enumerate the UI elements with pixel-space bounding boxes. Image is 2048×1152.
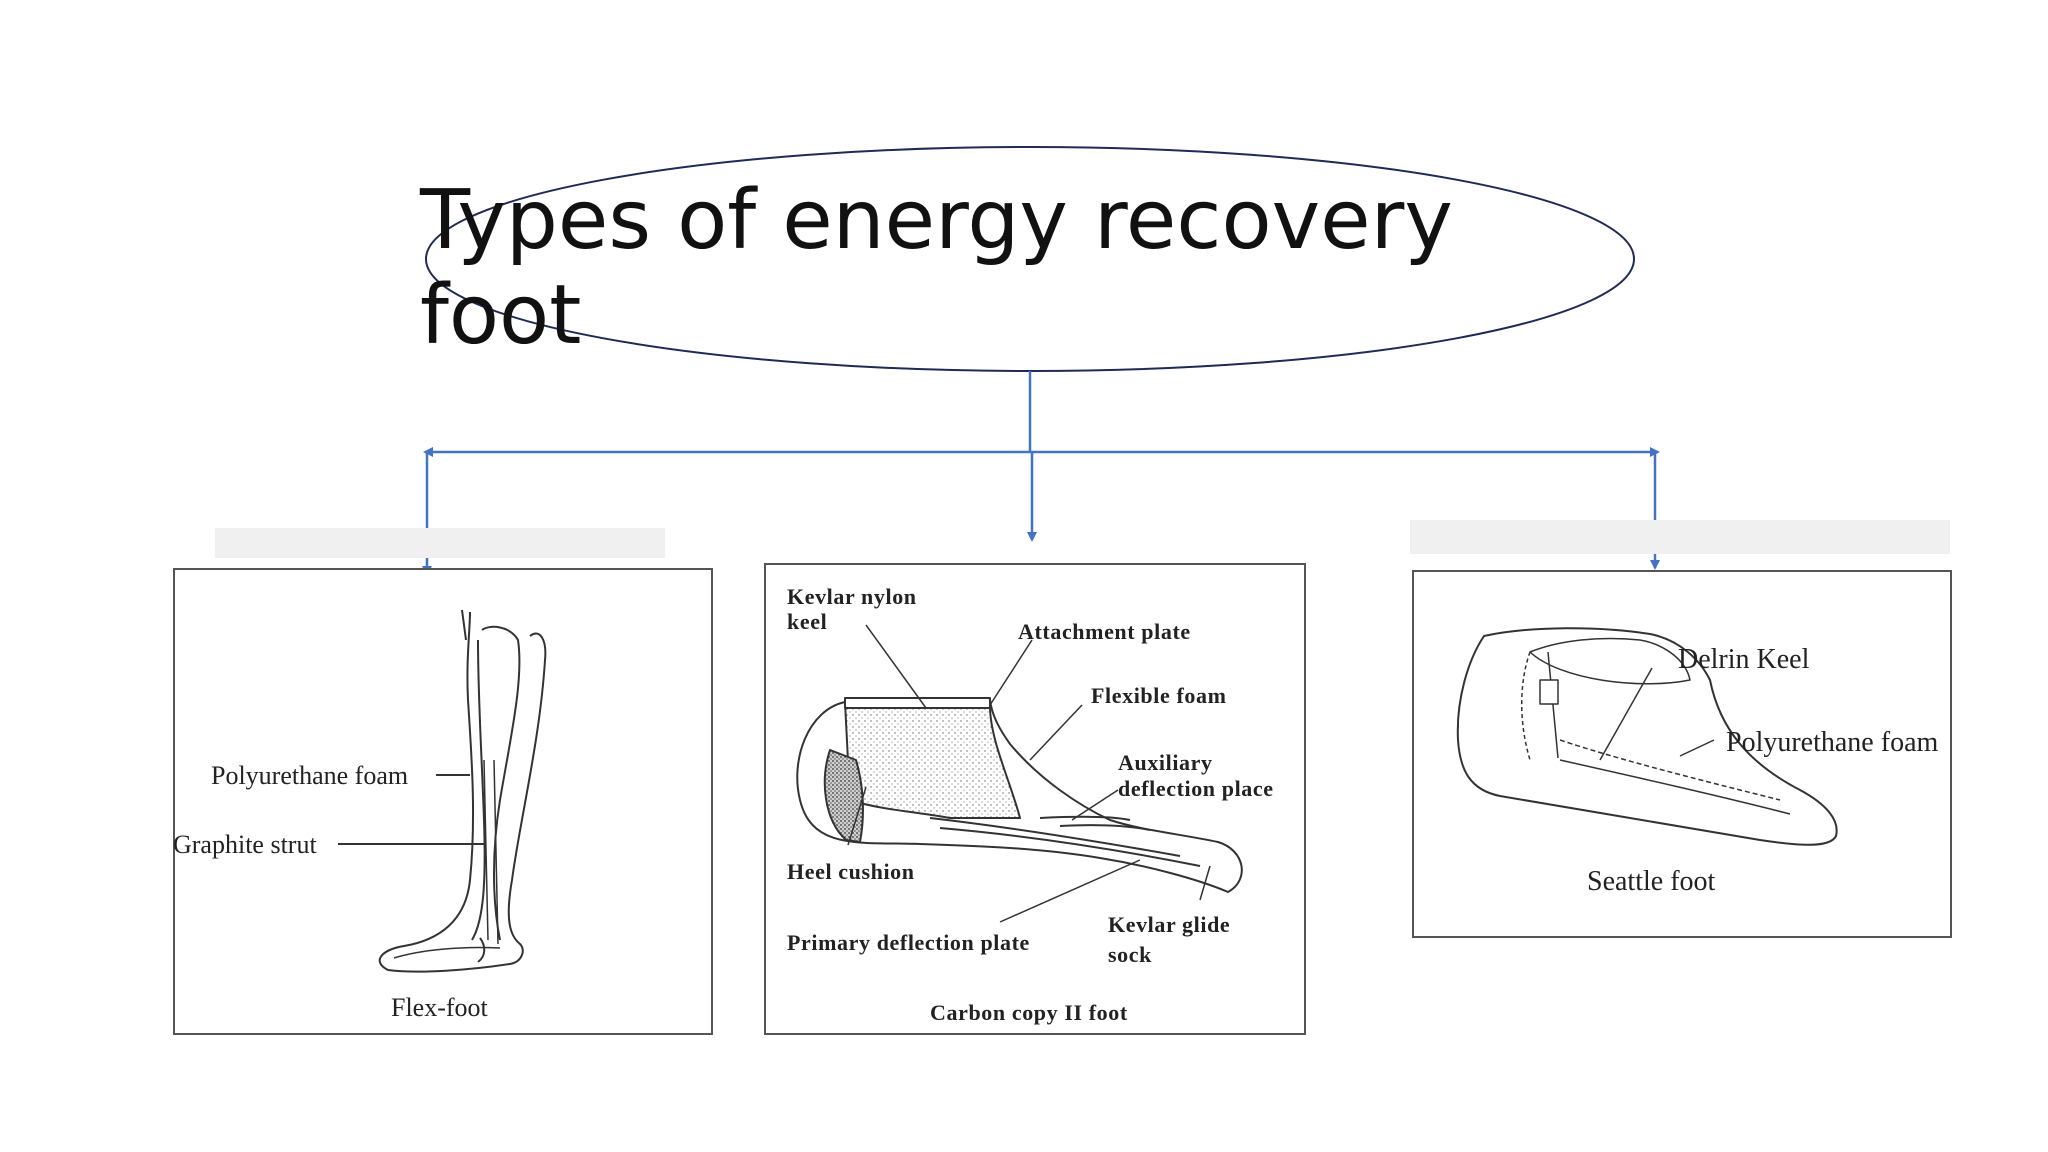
diagram-title: Types of energy recovery foot: [420, 173, 1453, 363]
label-flexible-foam: Flexible foam: [1091, 683, 1227, 708]
flex-foot-drawing: [338, 609, 547, 973]
caption-seattle-foot: Seattle foot: [1587, 866, 1716, 897]
label-polyurethane-foam-flex: Polyurethane foam: [211, 761, 409, 790]
label-kevlar-nylon: Kevlar nylon: [787, 584, 917, 609]
figure-frame-flex-foot: [173, 568, 713, 1035]
label-delrin-keel: Delrin Keel: [1678, 644, 1810, 675]
caption-carbon-copy-ii-foot: Carbon copy II foot: [930, 1000, 1128, 1025]
label-graphite-strut: Graphite strut: [173, 830, 317, 859]
label-kevlar-glide: Kevlar glide: [1108, 912, 1231, 937]
label-deflection-place: deflection place: [1118, 776, 1274, 801]
label-sock: sock: [1108, 942, 1152, 967]
carbon-copy-drawing: [796, 624, 1243, 923]
caption-flex-foot: Flex-foot: [391, 993, 488, 1022]
label-polyurethane-foam-seattle: Polyurethane foam: [1726, 727, 1939, 758]
label-attachment-plate: Attachment plate: [1018, 619, 1191, 644]
seattle-foot-drawing: [1456, 627, 1838, 846]
label-primary-deflection-plate: Primary deflection plate: [787, 930, 1030, 955]
scan-noise: [215, 520, 1950, 558]
label-heel-cushion: Heel cushion: [787, 859, 915, 884]
label-auxiliary: Auxiliary: [1118, 750, 1213, 775]
label-keel: keel: [787, 609, 828, 634]
